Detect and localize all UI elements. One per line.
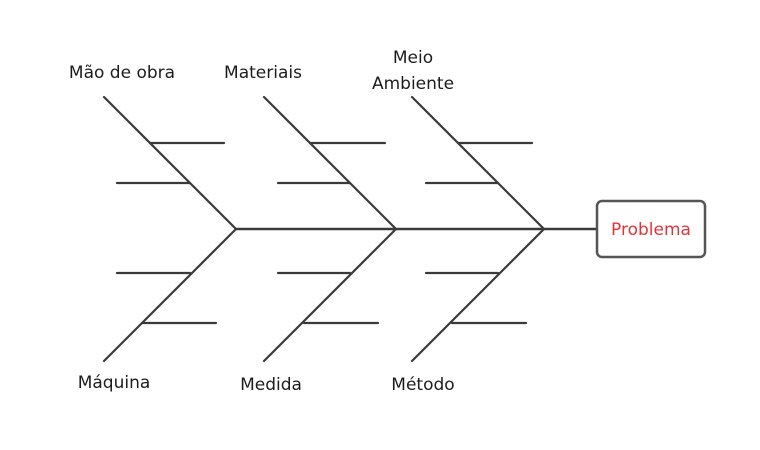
bone-meio-ambiente xyxy=(410,95,546,231)
category-label-metodo: Método xyxy=(391,375,454,395)
category-label-ambiente: Ambiente xyxy=(372,74,454,94)
bone-medida xyxy=(262,227,398,363)
bone-maquina xyxy=(102,227,238,363)
bone-metodo xyxy=(410,227,546,363)
problem-label: Problema xyxy=(611,220,691,240)
category-label-materiais: Materiais xyxy=(224,63,302,83)
category-label-mao-de-obra: Mão de obra xyxy=(69,63,175,83)
category-label-maquina: Máquina xyxy=(78,373,151,393)
bone-materiais xyxy=(262,95,398,231)
bone-mao-de-obra xyxy=(102,95,238,231)
category-label-meio: Meio xyxy=(393,48,433,68)
problem-box xyxy=(595,199,707,259)
category-label-medida: Medida xyxy=(240,375,302,395)
